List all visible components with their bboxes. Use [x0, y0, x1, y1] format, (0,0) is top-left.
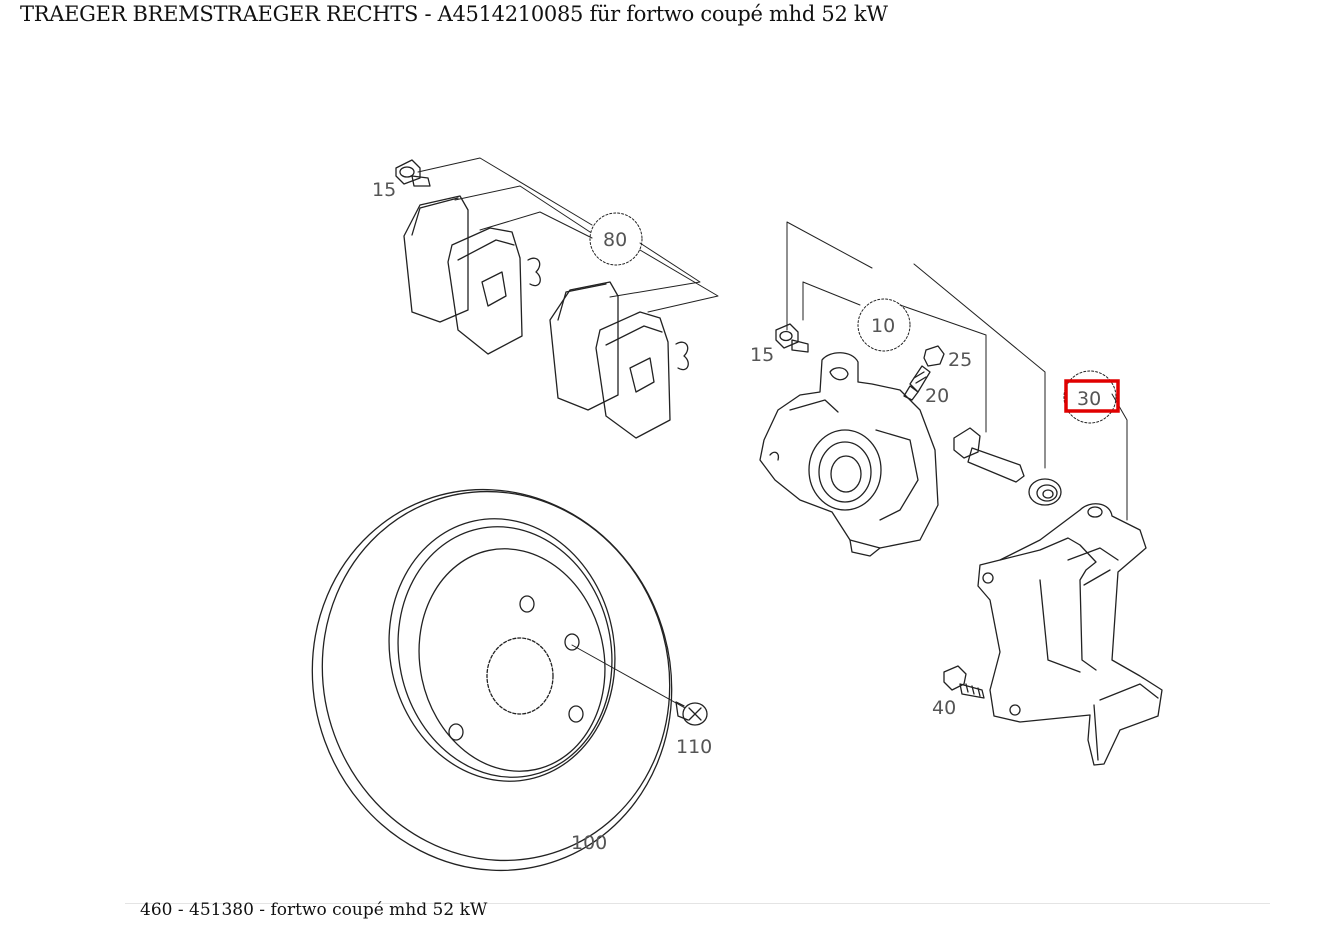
brake-disc-100: [311, 488, 673, 872]
callout-label-10[interactable]: 10: [871, 315, 895, 337]
bleeder-cap-25: [923, 345, 945, 367]
bolt-15-top: [395, 159, 431, 187]
callout-label-40[interactable]: 40: [932, 697, 956, 719]
brake-pads-set-2: [549, 281, 689, 439]
callout-circles: [589, 212, 1117, 424]
callout-label-25[interactable]: 25: [948, 349, 972, 371]
callout-label-80[interactable]: 80: [603, 229, 627, 251]
callout-label-110[interactable]: 110: [676, 736, 712, 758]
callout-label-30[interactable]: 30: [1077, 388, 1101, 410]
brake-pads-set-1: [403, 195, 541, 355]
highlight-box-30: [1064, 379, 1120, 413]
bleeder-screw-20: [903, 365, 931, 401]
footer-caption: 460 - 451380 - fortwo coupé mhd 52 kW: [140, 900, 488, 920]
bolt-40: [943, 665, 985, 699]
footer-divider: [125, 903, 1270, 904]
leader-lines: [417, 157, 1128, 709]
guide-pin: [953, 427, 1025, 483]
callout-label-15a[interactable]: 15: [372, 179, 396, 201]
callout-label-15b[interactable]: 15: [750, 344, 774, 366]
bolt-15-caliper: [775, 323, 809, 353]
guide-bushing: [1028, 478, 1062, 506]
page-title: TRAEGER BREMSTRAEGER RECHTS - A451421008…: [20, 2, 888, 26]
brake-caliper-10: [759, 352, 939, 557]
callout-label-100[interactable]: 100: [571, 832, 607, 854]
screw-110: [675, 701, 708, 726]
brake-carrier-30: [977, 503, 1163, 766]
callout-label-20[interactable]: 20: [925, 385, 949, 407]
